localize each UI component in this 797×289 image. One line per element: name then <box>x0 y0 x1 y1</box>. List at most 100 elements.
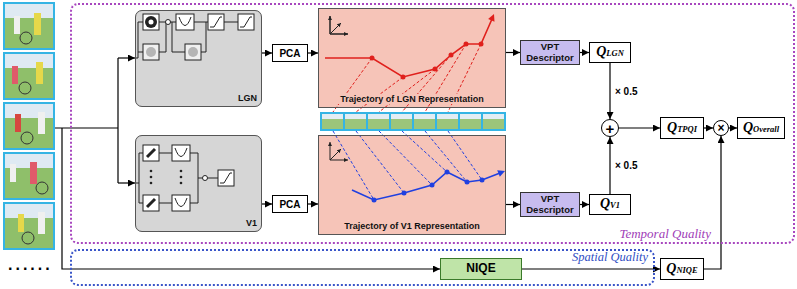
node-label: NIQE <box>466 262 495 275</box>
trajectory-panel: Trajectory of V1 Representation <box>318 135 506 235</box>
strip-frame <box>322 114 343 129</box>
strip-sky <box>391 114 412 119</box>
frame-person <box>15 114 21 132</box>
connector-arrow <box>308 52 318 53</box>
node-label: PCA <box>279 199 300 210</box>
nonlinear-curve <box>220 173 232 183</box>
gabor-cell <box>143 195 159 211</box>
nonlinear-cell <box>208 14 224 30</box>
junction <box>203 176 208 181</box>
filter-cell <box>176 14 194 30</box>
filter-box: LGN <box>135 10 262 107</box>
region-box: Spatial QualityNIQE <box>70 249 655 286</box>
strip-frame <box>483 114 504 129</box>
correspondence-line <box>333 131 482 200</box>
center-surround-cell <box>145 16 157 28</box>
connector-arrow <box>580 204 589 205</box>
connector-arrow <box>729 127 737 128</box>
node-label: + <box>606 121 615 136</box>
trajectory-point <box>372 198 377 203</box>
filter-box: V1 <box>135 135 262 232</box>
axes-icon <box>330 16 331 34</box>
center-surround-cell <box>143 14 159 30</box>
strip-sky <box>414 114 435 119</box>
node-label: VPT Descriptor <box>522 194 578 215</box>
video-frame <box>4 153 54 199</box>
strip-frame <box>460 114 481 129</box>
strip-sky <box>322 114 343 119</box>
process-box: VPT Descriptor <box>520 192 580 217</box>
connector-arrow <box>506 204 520 205</box>
video-frame <box>4 53 54 99</box>
axes-icon <box>330 34 348 35</box>
axes-icon <box>330 149 341 160</box>
trajectory-point <box>480 178 485 183</box>
node-label: × <box>717 122 724 134</box>
score-box: QV1 <box>589 194 631 215</box>
trajectory-point <box>449 53 454 58</box>
trajectory-point <box>402 191 407 196</box>
trajectory-point <box>465 180 470 185</box>
trajectory-arrow <box>488 14 494 22</box>
process-box: NIQE <box>440 258 522 280</box>
ellipsis-dot <box>180 176 183 179</box>
connector-arrow <box>522 268 660 269</box>
connector-arrow <box>506 52 520 53</box>
axes-icon <box>330 160 348 161</box>
ellipsis-dot <box>180 182 183 185</box>
connector-arrow <box>308 203 318 204</box>
gabor-cell <box>143 145 159 161</box>
gabor-bar <box>147 149 155 157</box>
node-label: QTPQI <box>667 120 697 137</box>
node-label: Temporal Quality <box>619 227 711 241</box>
filter-curve <box>179 17 191 26</box>
frame-sky <box>5 104 53 118</box>
frame-person <box>38 112 45 134</box>
strip-sky <box>345 114 366 119</box>
connector-arrow <box>704 127 713 128</box>
frame-person <box>36 62 43 84</box>
gabor-bar <box>147 199 155 207</box>
trajectory-point <box>430 183 435 188</box>
trajectory-point <box>479 42 484 47</box>
product-circle: × <box>713 120 729 136</box>
junction <box>166 20 171 25</box>
ellipsis-dot <box>150 170 153 173</box>
ellipsis-dot <box>180 170 183 173</box>
strip-frame <box>437 114 458 129</box>
connector-arrow <box>262 52 272 53</box>
trajectory-point <box>464 42 469 47</box>
video-frame <box>4 3 54 49</box>
input-wire <box>55 58 118 183</box>
sum-circle: + <box>601 119 619 137</box>
lgn-trajectory <box>325 19 492 77</box>
filter-cell <box>172 195 190 211</box>
strip-sky <box>483 114 504 119</box>
ellipsis-dot <box>150 176 153 179</box>
gain-cell <box>143 44 159 60</box>
gain-cell <box>188 47 198 57</box>
ellipsis-dot <box>150 182 153 185</box>
process-box: PCA <box>272 44 308 62</box>
trajectory-fill <box>318 135 506 235</box>
frame-person <box>14 16 20 34</box>
connector-arrow <box>580 52 589 53</box>
score-box: QLGN <box>589 42 631 63</box>
filter-curve <box>175 198 187 207</box>
frame-person <box>18 214 24 232</box>
node-label: V1 <box>246 219 257 229</box>
strip-frame <box>414 114 435 129</box>
frame-person <box>12 66 18 84</box>
node-label: PCA <box>279 48 300 59</box>
filter-fill <box>135 10 262 107</box>
video-frame <box>4 203 54 249</box>
process-box: VPT Descriptor <box>520 40 580 65</box>
input-arrow <box>118 57 135 58</box>
node-label: QNIQE <box>666 261 697 278</box>
connector-arrow <box>704 136 721 269</box>
frame-sky <box>5 54 53 68</box>
score-box: QOverall <box>737 117 785 139</box>
region-box: Temporal QualityLGNPCATrajectory of LGN … <box>70 3 795 244</box>
